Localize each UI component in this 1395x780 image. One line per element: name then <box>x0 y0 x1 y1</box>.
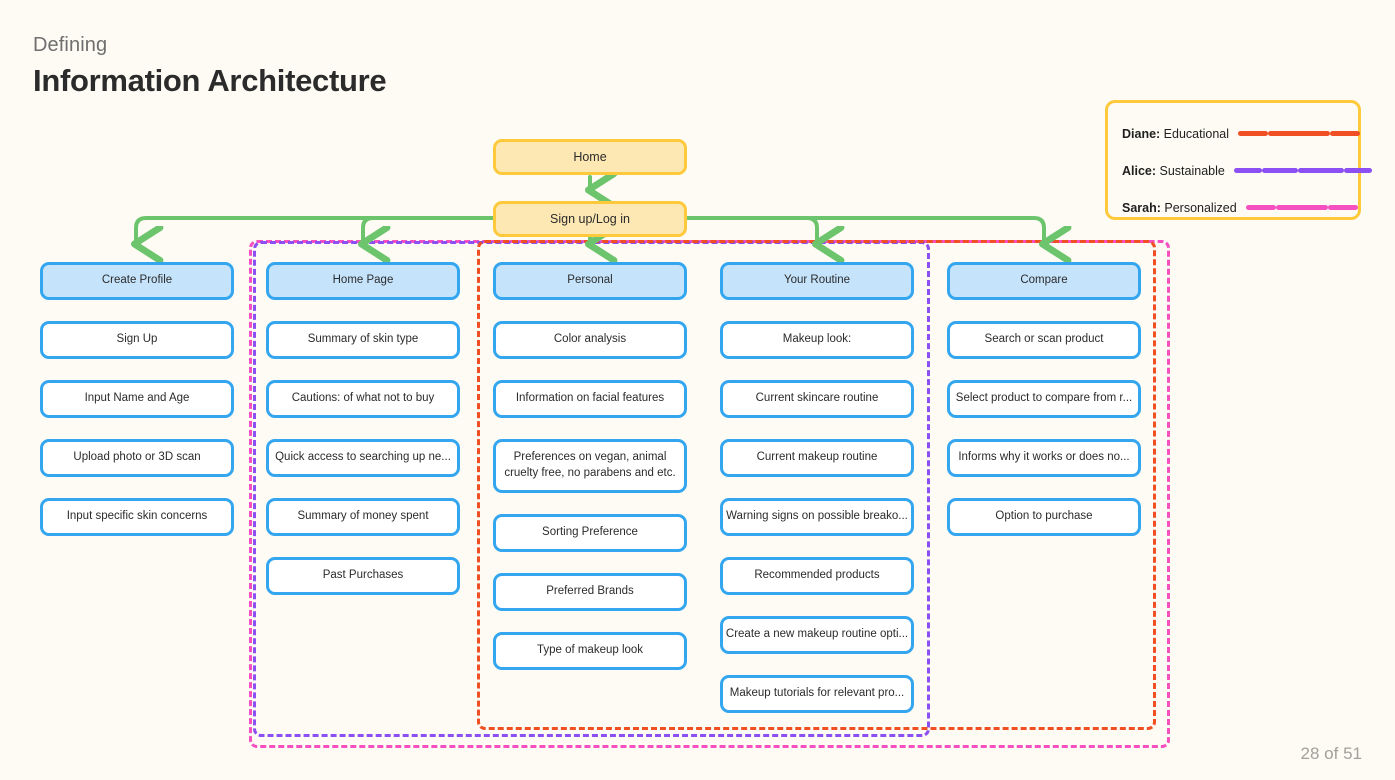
ia-node-header-personal[interactable]: Personal <box>493 262 687 300</box>
legend-label: Alice: Sustainable <box>1122 164 1225 178</box>
ia-node[interactable]: Upload photo or 3D scan <box>40 439 234 477</box>
legend-dash-sample <box>1238 131 1361 136</box>
ia-node[interactable]: Makeup look: <box>720 321 914 359</box>
ia-node-header-create-profile[interactable]: Create Profile <box>40 262 234 300</box>
ia-node[interactable]: Search or scan product <box>947 321 1141 359</box>
ia-node[interactable]: Past Purchases <box>266 557 460 595</box>
legend-category: Educational <box>1160 126 1230 141</box>
ia-node[interactable]: Current skincare routine <box>720 380 914 418</box>
ia-node-header-compare[interactable]: Compare <box>947 262 1141 300</box>
legend-dash-sample <box>1245 205 1358 210</box>
legend-row-sarah: Sarah: Personalized <box>1122 193 1358 222</box>
page-number: 28 of 51 <box>1300 744 1362 763</box>
legend-person-name: Diane: <box>1122 126 1161 141</box>
ia-node-header-your-routine[interactable]: Your Routine <box>720 262 914 300</box>
ia-node[interactable]: Summary of money spent <box>266 498 460 536</box>
page-title: Information Architecture <box>33 63 387 98</box>
legend-row-alice: Alice: Sustainable <box>1122 156 1372 185</box>
ia-node[interactable]: Input Name and Age <box>40 380 234 418</box>
ia-node[interactable]: Create a new makeup routine opti... <box>720 616 914 654</box>
legend-category: Sustainable <box>1156 163 1225 178</box>
ia-node[interactable]: Color analysis <box>493 321 687 359</box>
flow-node-signup[interactable]: Sign up/Log in <box>493 201 687 237</box>
ia-node[interactable]: Preferences on vegan, animal cruelty fre… <box>493 439 687 493</box>
ia-node[interactable]: Information on facial features <box>493 380 687 418</box>
ia-node[interactable]: Informs why it works or does no... <box>947 439 1141 477</box>
ia-node[interactable]: Current makeup routine <box>720 439 914 477</box>
legend-row-diane: Diane: Educational <box>1122 119 1361 148</box>
ia-node[interactable]: Sorting Preference <box>493 514 687 552</box>
eyebrow-text: Defining <box>33 34 108 56</box>
ia-node[interactable]: Type of makeup look <box>493 632 687 670</box>
legend-label: Diane: Educational <box>1122 127 1229 141</box>
ia-node[interactable]: Cautions: of what not to buy <box>266 380 460 418</box>
flow-node-home[interactable]: Home <box>493 139 687 175</box>
legend-category: Personalized <box>1160 200 1237 215</box>
legend-person-name: Alice: <box>1122 163 1157 178</box>
legend-dash-sample <box>1233 168 1372 173</box>
ia-node[interactable]: Makeup tutorials for relevant pro... <box>720 675 914 713</box>
ia-node[interactable]: Warning signs on possible breako... <box>720 498 914 536</box>
page-header: Defining Information Architecture <box>33 34 387 99</box>
ia-node[interactable]: Sign Up <box>40 321 234 359</box>
ia-node[interactable]: Input specific skin concerns <box>40 498 234 536</box>
ia-node[interactable]: Option to purchase <box>947 498 1141 536</box>
legend-person-name: Sarah: <box>1122 200 1161 215</box>
legend-label: Sarah: Personalized <box>1122 201 1237 215</box>
ia-node[interactable]: Recommended products <box>720 557 914 595</box>
ia-node[interactable]: Quick access to searching up ne... <box>266 439 460 477</box>
ia-node[interactable]: Select product to compare from r... <box>947 380 1141 418</box>
ia-node[interactable]: Preferred Brands <box>493 573 687 611</box>
ia-node-header-home-page[interactable]: Home Page <box>266 262 460 300</box>
ia-node[interactable]: Summary of skin type <box>266 321 460 359</box>
